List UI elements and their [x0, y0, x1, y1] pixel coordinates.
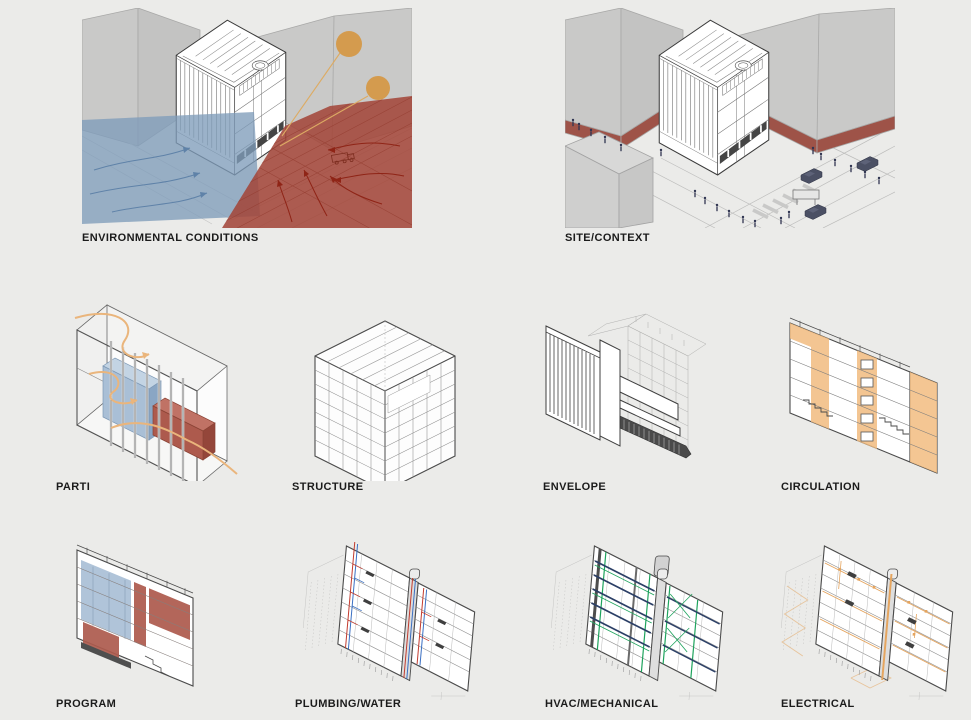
- site-context-drawing: [565, 8, 895, 228]
- elevator-stack: [860, 359, 874, 442]
- sun-rays: [279, 52, 369, 147]
- panel-plumbing-water: PLUMBING/WATER: [282, 528, 482, 718]
- plumbing-fixtures: [360, 570, 447, 650]
- panel-hvac-mechanical: HVAC/MECHANICAL: [528, 528, 733, 718]
- structure-atrium-void: [387, 374, 431, 414]
- panel-program: PROGRAM: [45, 528, 240, 718]
- context-building-right: [736, 8, 895, 154]
- panel-site-context: SITE/CONTEXT: [565, 8, 895, 252]
- structure-drawing: [314, 320, 456, 481]
- program-section: [76, 544, 194, 687]
- panel-label: ENVIRONMENTAL CONDITIONS: [82, 232, 259, 244]
- bus-shelter: [792, 189, 820, 205]
- plumbing-section: [296, 542, 481, 700]
- envelope-drawing: [545, 313, 707, 459]
- panel-label: ENVELOPE: [543, 481, 607, 493]
- electrical-diagram: [760, 528, 965, 700]
- panel-label: PLUMBING/WATER: [295, 698, 402, 710]
- panel-label: SITE/CONTEXT: [565, 232, 650, 244]
- panel-circulation: CIRCULATION: [765, 288, 965, 498]
- parti-drawing: [74, 304, 238, 481]
- panel-label: ELECTRICAL: [781, 698, 855, 710]
- heat-arrows: [277, 142, 405, 223]
- structure-grid-left: [314, 363, 386, 481]
- parti-diagram: [45, 288, 240, 481]
- envelope-diagram: [528, 288, 733, 481]
- electrical-drawing: [774, 545, 959, 700]
- program-base-band: [81, 642, 131, 669]
- sun-icon: [336, 31, 362, 57]
- panel-label: HVAC/MECHANICAL: [545, 698, 659, 710]
- hvac-mechanical-diagram: [528, 528, 733, 700]
- panel-parti: PARTI: [45, 288, 240, 498]
- flow-arrows: [74, 312, 238, 475]
- panel-envelope: ENVELOPE: [528, 288, 733, 498]
- panel-electrical: ELECTRICAL: [760, 528, 965, 718]
- hvac-ducts: [589, 549, 720, 678]
- electrical-section: [774, 545, 959, 700]
- panel-label: PROGRAM: [56, 698, 117, 710]
- sun-diagram: [279, 31, 390, 147]
- panel-label: PARTI: [56, 481, 91, 493]
- sun-icon: [366, 76, 390, 100]
- program-drawing: [76, 544, 194, 687]
- environmental-conditions-drawing: [82, 8, 412, 228]
- structure-diagram: [278, 288, 478, 481]
- structure-frame: [314, 320, 456, 481]
- plumbing-pipes: [345, 542, 432, 679]
- site-context-diagram: [565, 8, 895, 228]
- panel-label: CIRCULATION: [781, 481, 861, 493]
- envelope-hatched-band: [619, 415, 692, 459]
- circulation-diagram: [765, 288, 965, 481]
- program-zone-blue: [81, 560, 131, 640]
- electrical-panels: [844, 571, 917, 649]
- subject-building: [658, 19, 770, 176]
- environmental-conditions-diagram: [82, 8, 412, 228]
- circulation-drawing: [789, 317, 938, 474]
- plumbing-water-diagram: [282, 528, 482, 700]
- wind-zone: [82, 112, 260, 224]
- wind-arrows: [89, 147, 208, 213]
- circulation-section: [789, 317, 938, 474]
- program-diagram: [45, 528, 240, 698]
- hvac-section: [544, 545, 729, 700]
- plumbing-water-drawing: [296, 542, 481, 700]
- panel-structure: STRUCTURE: [278, 288, 478, 498]
- panel-label: STRUCTURE: [292, 481, 364, 493]
- electrical-ghost-runs: [781, 585, 892, 689]
- hvac-mechanical-drawing: [544, 545, 729, 700]
- context-building-foreground: [565, 131, 654, 228]
- electrical-wiring: [819, 561, 950, 680]
- stairs: [803, 399, 909, 435]
- envelope-facade-panels: [545, 325, 692, 459]
- panel-environmental-conditions: ENVIRONMENTAL CONDITIONS: [82, 8, 412, 252]
- truck-sketch: [330, 152, 355, 165]
